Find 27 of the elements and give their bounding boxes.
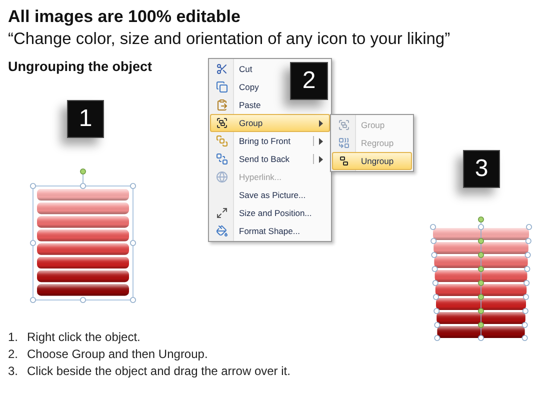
page-title: All images are 100% editable: [8, 6, 240, 28]
submenu: [330, 114, 414, 172]
menu-item: Bring to Front: [210, 132, 330, 150]
step-number-tile: 2: [290, 62, 328, 100]
list-number: 2.: [8, 347, 18, 362]
list-number: 1.: [8, 330, 18, 345]
instruction-text: Click beside the object and drag the arrow over it.: [27, 364, 290, 379]
menu-item: Group: [210, 114, 330, 132]
menu-item: Send to Back: [210, 150, 330, 168]
instruction-text: Choose Group and then Ungroup.: [27, 347, 208, 362]
menu-item: Paste: [210, 96, 265, 114]
list-number: 3.: [8, 364, 18, 379]
menu-item: Group: [332, 116, 389, 134]
section-heading: Ungrouping the object: [8, 59, 152, 76]
menu-item: Ungroup: [332, 152, 412, 170]
menu-item: Size and Position...: [210, 204, 316, 222]
step-number-tile: 1: [67, 100, 104, 138]
subtitle-quote: “Change color, size and orientation of any icon to your liking”: [8, 29, 450, 50]
menu-item: Hyperlink...: [210, 168, 286, 186]
instruction-text: Right click the object.: [27, 330, 140, 345]
menu-item: Save as Picture...: [238, 188, 307, 202]
menu-item: Cut: [210, 60, 256, 78]
step-number-tile: 3: [463, 150, 500, 188]
menu-item: Copy: [210, 78, 263, 96]
menu-item: Format Shape...: [210, 222, 304, 240]
context-menu: [208, 58, 332, 242]
menu-item: Regroup: [332, 134, 398, 152]
